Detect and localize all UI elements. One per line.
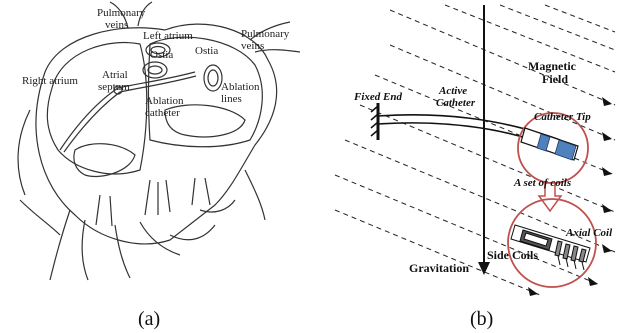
caption-a: (a) xyxy=(138,308,160,330)
label-set-of-coils: A set of coils xyxy=(513,177,571,189)
label-pulmonary-veins-left-2: veins xyxy=(105,19,128,31)
label-pulmonary-veins-right-2: veins xyxy=(241,40,264,52)
label-pulmonary-veins-right-1: Pulmonary xyxy=(241,28,290,40)
label-fixed-end: Fixed End xyxy=(353,91,402,103)
label-ablation-lines-2: lines xyxy=(221,93,242,105)
label-ablation-catheter-1: Ablation xyxy=(145,95,184,107)
fixed-end-wall xyxy=(371,103,378,140)
label-atrial-septum-2: septum xyxy=(98,81,130,93)
label-magnetic-field-1: Magnetic xyxy=(528,59,577,73)
catheter-tip xyxy=(521,128,578,160)
lower-vessel-1 xyxy=(50,210,70,280)
label-right-atrium: Right atrium xyxy=(22,75,78,87)
ostium-right xyxy=(204,65,222,91)
ostium-left-lower xyxy=(143,62,167,78)
caption-b: (b) xyxy=(470,308,493,330)
label-atrial-septum-1: Atrial xyxy=(102,69,128,81)
label-active-catheter-1: Active xyxy=(438,85,467,97)
ventricle-right xyxy=(74,144,135,177)
coil-block-2 xyxy=(555,140,576,160)
label-ostia-right: Ostia xyxy=(195,45,218,57)
label-ablation-catheter-2: catheter xyxy=(145,107,180,119)
right-atrium-chamber xyxy=(47,43,146,174)
label-axial-coil: Axial Coil xyxy=(565,227,613,239)
label-gravitation: Gravitation xyxy=(409,261,469,275)
label-left-atrium: Left atrium xyxy=(143,30,193,42)
label-side-coils: Side Coils xyxy=(487,248,538,262)
label-catheter-tip: Catheter Tip xyxy=(534,111,591,123)
panel-a-labels: Pulmonary veins Left atrium Pulmonary ve… xyxy=(22,7,290,330)
label-ostia-left: Ostia xyxy=(150,49,173,61)
label-ablation-lines-1: Ablation xyxy=(221,81,260,93)
label-active-catheter-2: Catheter xyxy=(436,97,476,109)
label-magnetic-field-2: Field xyxy=(542,72,568,86)
label-pulmonary-veins-left-1: Pulmonary xyxy=(97,7,146,19)
